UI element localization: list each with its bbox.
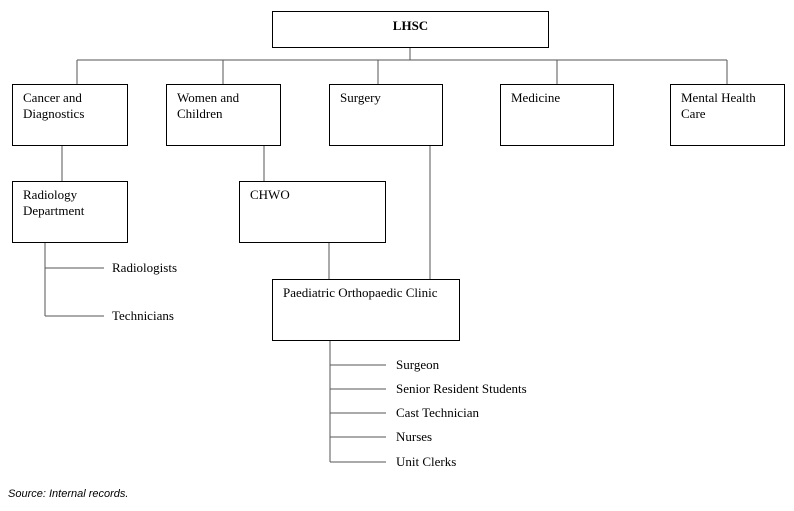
staff-senior-resident-students: Senior Resident Students [396,381,527,396]
source-note: Source: Internal records. [8,488,129,500]
staff-surgeon: Surgeon [396,357,440,372]
node-medicine: Medicine [500,84,614,146]
node-women-and-children: Women and Children [166,84,281,146]
staff-unit-clerks: Unit Clerks [396,454,457,469]
node-lhsc: LHSC [272,11,549,48]
node-radiology-department: Radiology Department [12,181,128,243]
staff-nurses: Nurses [396,429,433,444]
staff-radiologists: Radiologists [112,260,178,275]
node-chwo: CHWO [239,181,386,243]
staff-technicians: Technicians [112,308,174,323]
staff-cast-technician: Cast Technician [396,405,479,420]
node-mental-health-care: Mental Health Care [670,84,785,146]
node-cancer-and-diagnostics: Cancer and Diagnostics [12,84,128,146]
node-surgery: Surgery [329,84,443,146]
node-paediatric-orthopaedic-clinic: Paediatric Orthopaedic Clinic [272,279,460,341]
